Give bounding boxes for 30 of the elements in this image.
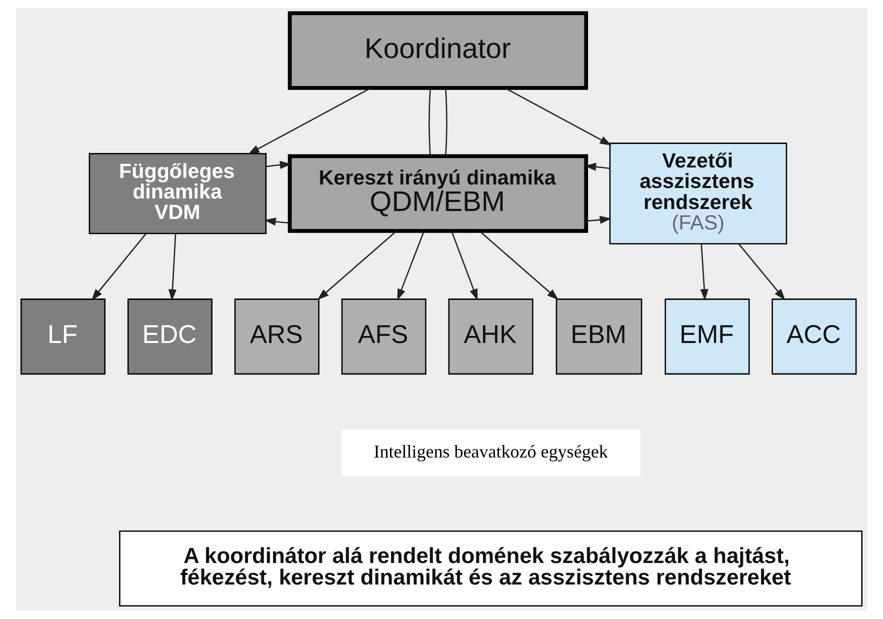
node-box: Függőleges dinamika VDM <box>88 152 267 234</box>
node-box: AFS <box>341 298 426 375</box>
node-box: Vezetői asszisztens rendszerek (FAS) <box>609 142 788 244</box>
node-box: EMF <box>664 298 750 375</box>
node-box: AHK <box>448 298 534 375</box>
node-box: Kereszt irányú dinamika QDM/EBM <box>288 154 588 233</box>
arrow <box>91 233 147 301</box>
arrow <box>264 218 290 226</box>
label: Intelligens beavatkozó egységek <box>374 441 608 462</box>
arrow <box>317 230 397 300</box>
connector <box>428 88 431 156</box>
arrow <box>266 160 292 169</box>
arrow <box>700 244 708 301</box>
node-box: EBM <box>556 298 642 375</box>
node-box: Koordinator <box>288 11 588 90</box>
node-box: EDC <box>127 298 212 375</box>
node-box: LF <box>20 298 106 375</box>
arrow <box>168 234 177 302</box>
node-box: ARS <box>234 298 320 375</box>
arrow <box>248 87 372 154</box>
arrow <box>586 216 612 224</box>
arrow <box>584 162 610 171</box>
arrow <box>450 230 478 301</box>
connector <box>445 88 448 156</box>
arrow <box>479 230 559 300</box>
arrow <box>504 87 612 146</box>
arrow <box>397 230 425 301</box>
node-box: A koordinátor alá rendelt domének szabályozzák a hajtást, fékezést, kereszt dinamikát és az asszisztens rendszereket <box>119 530 862 606</box>
node-box: ACC <box>772 298 857 375</box>
arrow <box>738 244 786 300</box>
